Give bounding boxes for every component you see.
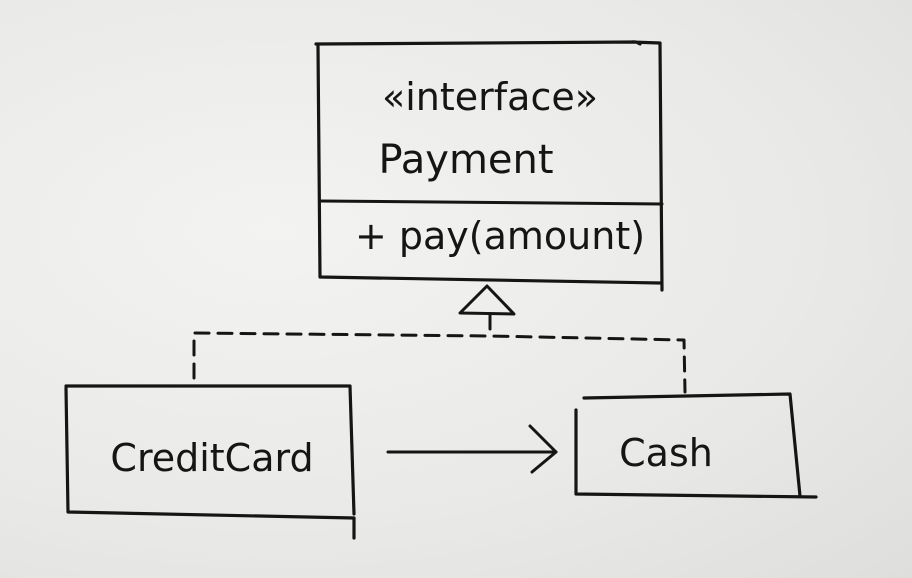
interface-method: + pay(amount) — [355, 214, 645, 258]
class-cash-box[interactable]: Cash — [574, 392, 818, 499]
cash-label: Cash — [619, 431, 713, 475]
class-creditcard-box[interactable]: CreditCard — [64, 384, 356, 540]
realization-branches — [192, 331, 687, 394]
creditcard-box-outline — [64, 384, 356, 540]
interface-stereotype: «interface» — [382, 75, 598, 119]
association-arrow — [386, 424, 558, 474]
realization-lines — [192, 313, 687, 394]
creditcard-label: CreditCard — [110, 436, 313, 480]
interface-box-outline — [314, 40, 664, 292]
association-arrowhead — [528, 424, 558, 474]
interface-name: Payment — [378, 137, 553, 183]
interface-payment-box[interactable]: «interface» Payment + pay(amount) — [314, 40, 664, 292]
realization-arrowhead — [458, 284, 516, 316]
cash-box-outline — [574, 392, 818, 499]
interface-box-divider — [318, 199, 664, 206]
